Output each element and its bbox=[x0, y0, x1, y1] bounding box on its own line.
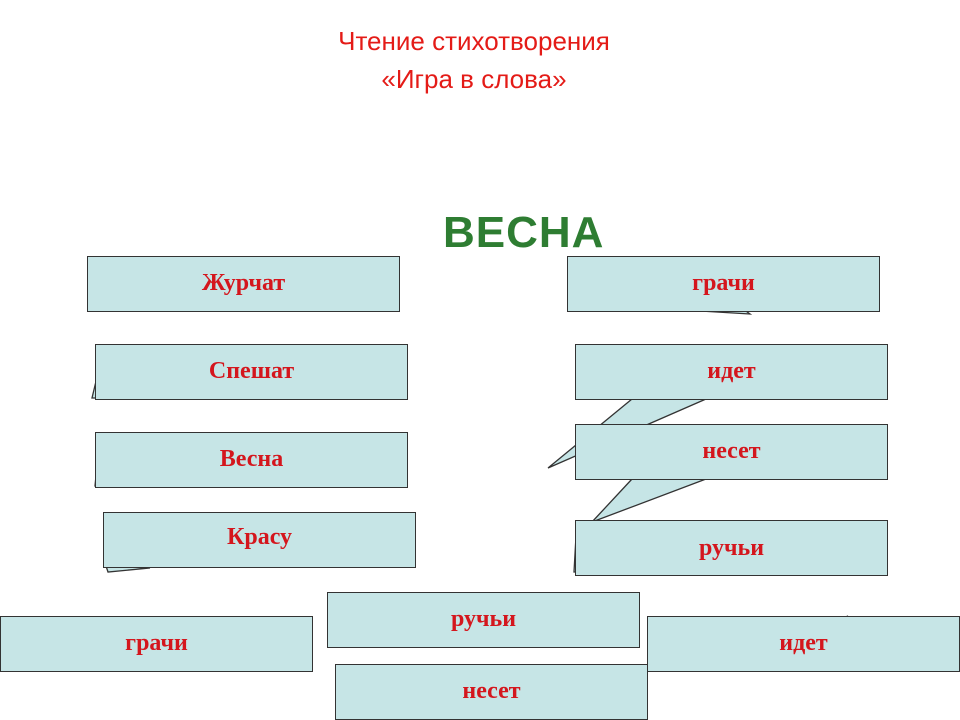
title-line-1: Чтение стихотворения bbox=[338, 26, 610, 56]
word-box-neset-bottom[interactable]: несет bbox=[335, 664, 648, 720]
word-label: идет bbox=[779, 630, 828, 656]
word-box-idet[interactable]: идет bbox=[575, 344, 888, 400]
word-label: несет bbox=[702, 438, 761, 464]
word-box-ruchi[interactable]: ручьи bbox=[575, 520, 888, 576]
word-label: грачи bbox=[692, 270, 755, 296]
title-line-2: «Игра в слова» bbox=[381, 64, 567, 94]
word-box-speshat[interactable]: Спешат bbox=[95, 344, 408, 400]
word-label: Журчат bbox=[201, 270, 286, 296]
word-box-vesna[interactable]: Весна bbox=[95, 432, 408, 488]
word-label: грачи bbox=[125, 630, 188, 656]
word-label: идет bbox=[707, 358, 756, 384]
callout-tail-neset bbox=[591, 478, 707, 523]
word-label: Весна bbox=[219, 446, 284, 472]
word-label: Спешат bbox=[208, 358, 295, 384]
word-box-zhurchat[interactable]: Журчат bbox=[87, 256, 400, 312]
word-box-idet-bottom[interactable]: идет bbox=[647, 616, 960, 672]
word-label: ручьи bbox=[450, 606, 517, 632]
word-box-neset[interactable]: несет bbox=[575, 424, 888, 480]
word-label: Красу bbox=[226, 524, 293, 550]
word-label: ручьи bbox=[698, 535, 765, 561]
word-label: несет bbox=[462, 678, 521, 704]
word-box-ruchi-bottom[interactable]: ручьи bbox=[327, 592, 640, 648]
word-box-grachi[interactable]: грачи bbox=[567, 256, 880, 312]
heading-vesna: ВЕСНА bbox=[443, 208, 605, 257]
word-box-grachi-bottom[interactable]: грачи bbox=[0, 616, 313, 672]
slide-title: Чтение стихотворения «Игра в слова» bbox=[0, 22, 948, 98]
word-box-krasu[interactable]: Красу bbox=[103, 512, 416, 568]
